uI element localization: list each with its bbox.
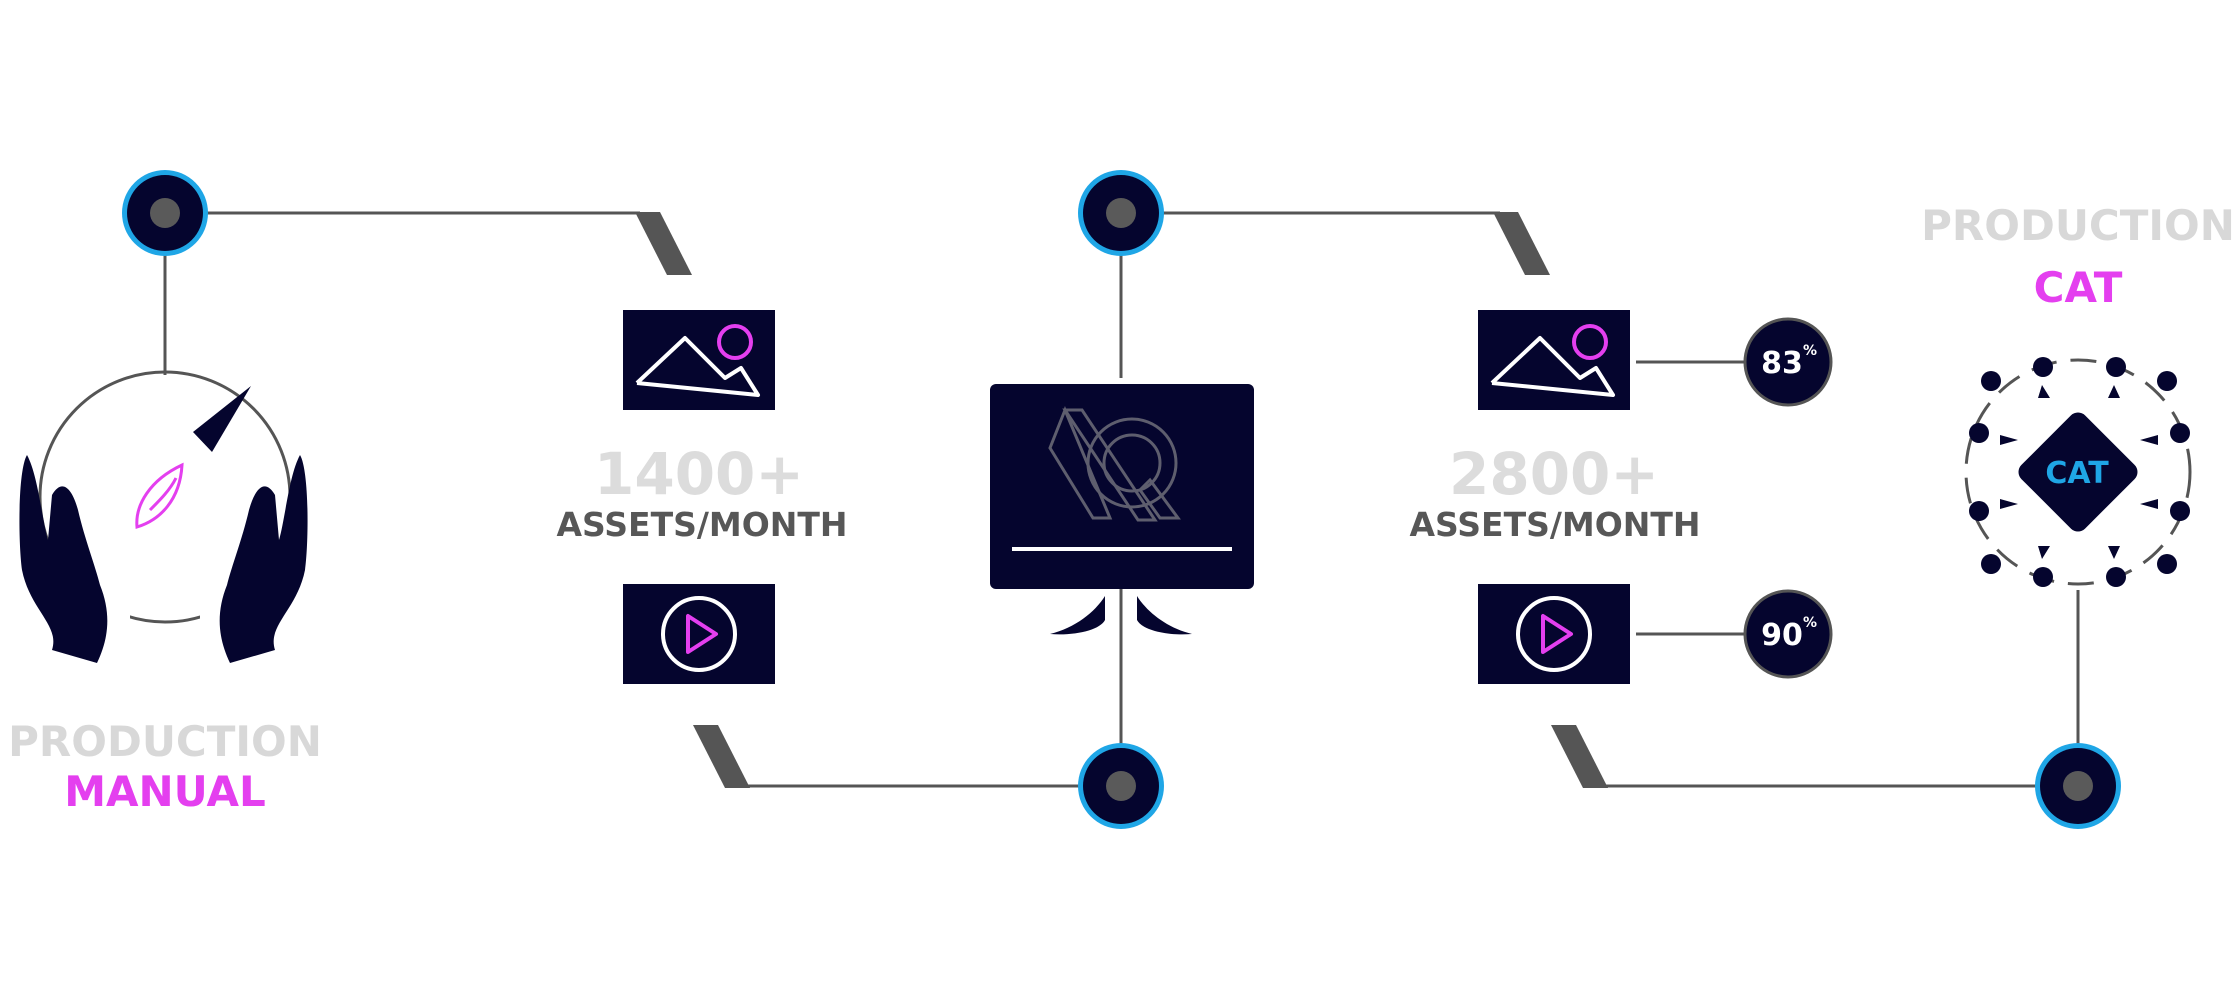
connector-lines [163,211,2080,788]
cat-badge-label: CAT [2045,456,2109,491]
manual-label-top: PRODUCTION [8,717,322,766]
connector-node-icon [2035,743,2121,829]
stage2-count: 2800+ [1449,440,1659,508]
stage2-unit: ASSETS/MONTH [1409,505,1700,544]
image-icon [1478,310,1630,410]
cat-label-bottom: CAT [2034,263,2123,312]
monitor-logo-icon [990,384,1254,635]
video-pct-value: 90 [1761,618,1803,653]
pct-symbol: % [1803,343,1817,359]
slash-accent [693,725,750,788]
slash-accent [1551,725,1608,788]
connector-node-icon [1078,743,1164,829]
stage1-unit: ASSETS/MONTH [556,505,847,544]
image-pct-value: 83 [1761,346,1803,381]
play-icon [1478,584,1630,684]
connector-node-icon [122,170,208,256]
connector-node-icon [1078,170,1164,256]
video-percentage-badge: 90 % [1743,589,1833,679]
network-node-icon: CAT [1964,357,2192,587]
slash-accent [1493,212,1550,275]
pct-symbol: % [1803,615,1817,631]
cat-label-top: PRODUCTION [1921,201,2235,250]
image-icon [623,310,775,410]
manual-label-bottom: MANUAL [64,767,266,816]
play-icon [623,584,775,684]
stage1-count: 1400+ [594,440,804,508]
image-percentage-badge: 83 % [1743,317,1833,407]
slash-accent [635,212,692,275]
hands-holding-globe-icon [19,370,308,663]
slash-accents [635,212,1608,788]
